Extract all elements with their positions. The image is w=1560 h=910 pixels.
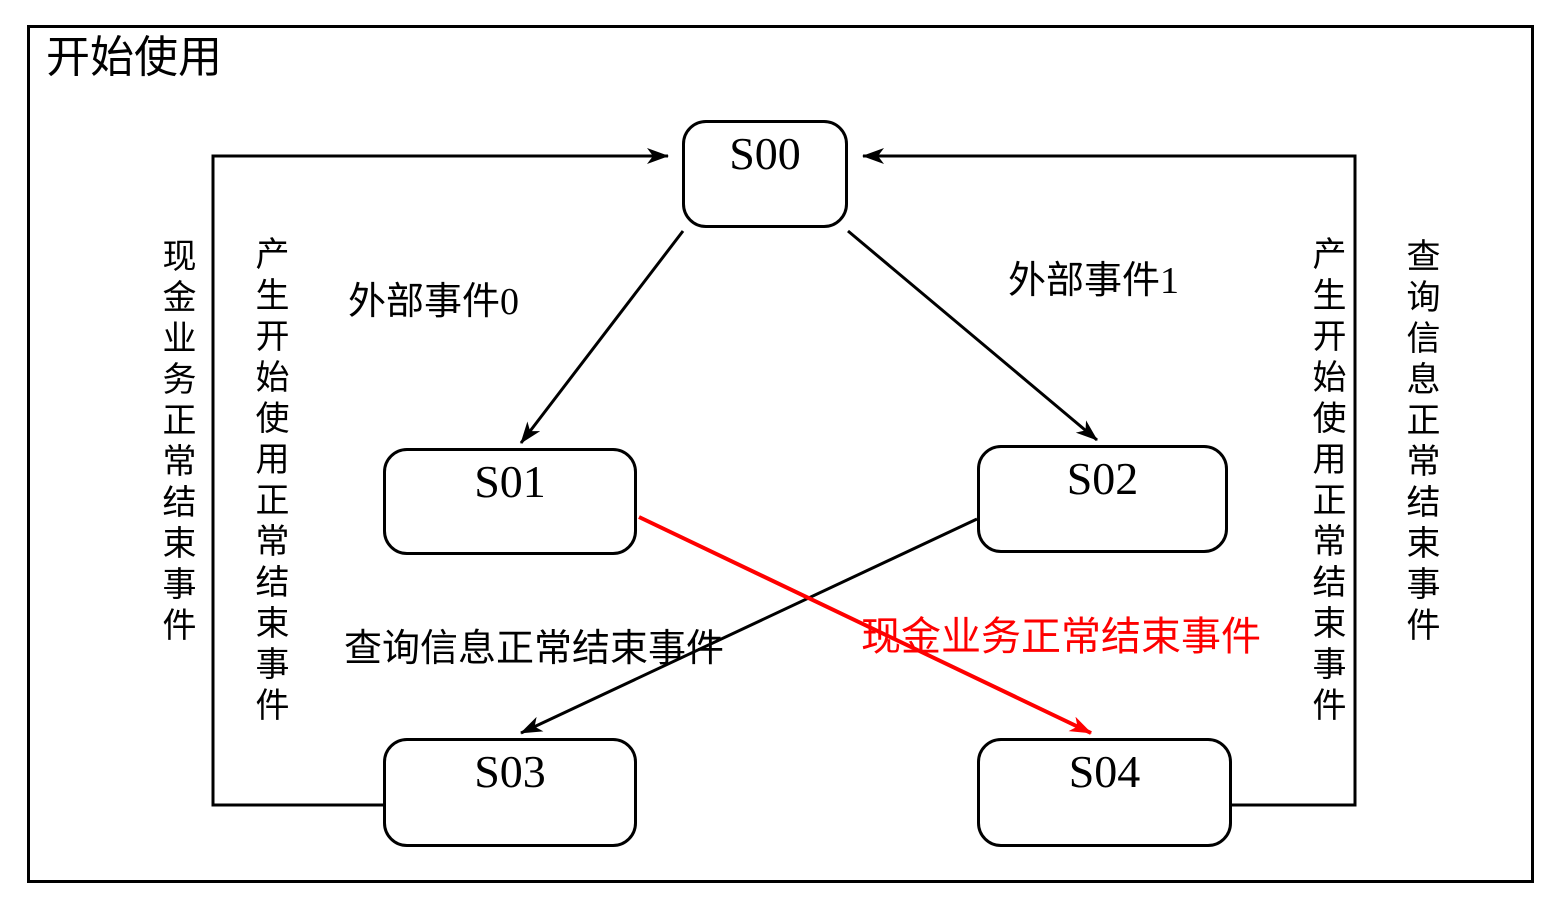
diagram-frame [27,25,1534,883]
vlabel-left-outer-cash-end-event: 现金业务正常结束事件 [157,238,194,648]
diagram-title: 开始使用 [46,33,222,82]
state-node-s03: S03 [383,738,637,847]
edge-s00-to-s02 [847,229,1098,442]
state-label-s04: S04 [1068,746,1141,797]
state-label-s00: S00 [729,128,801,179]
vlabel-right-outer-query-info-end-event: 查询信息正常结束事件 [1401,238,1438,648]
edge-s00-to-s01 [519,230,685,444]
state-label-s01: S01 [474,456,546,507]
edge-s01-to-s04 [638,515,1092,735]
edge-s04-to-s00 [862,148,1357,807]
state-node-s01: S01 [383,448,637,555]
edge-label-cash-business-end-event: 现金业务正常结束事件 [861,614,1261,659]
edge-label-external-event-0: 外部事件0 [348,281,520,323]
edge-label-query-info-end-event: 查询信息正常结束事件 [343,628,724,670]
state-node-s00: S00 [682,120,848,228]
state-node-s04: S04 [977,738,1232,847]
state-label-s02: S02 [1066,453,1139,504]
vlabel-right-inner-start-use-end-event: 产生开始使用正常结束事件 [1307,236,1344,728]
edge-label-external-event-1: 外部事件1 [1008,260,1180,302]
vlabel-left-inner-start-use-end-event: 产生开始使用正常结束事件 [250,236,287,728]
state-label-s03: S03 [474,746,546,797]
edge-s02-to-s03 [520,517,978,735]
state-node-s02: S02 [977,445,1228,553]
edge-s03-to-s00 [211,148,669,807]
